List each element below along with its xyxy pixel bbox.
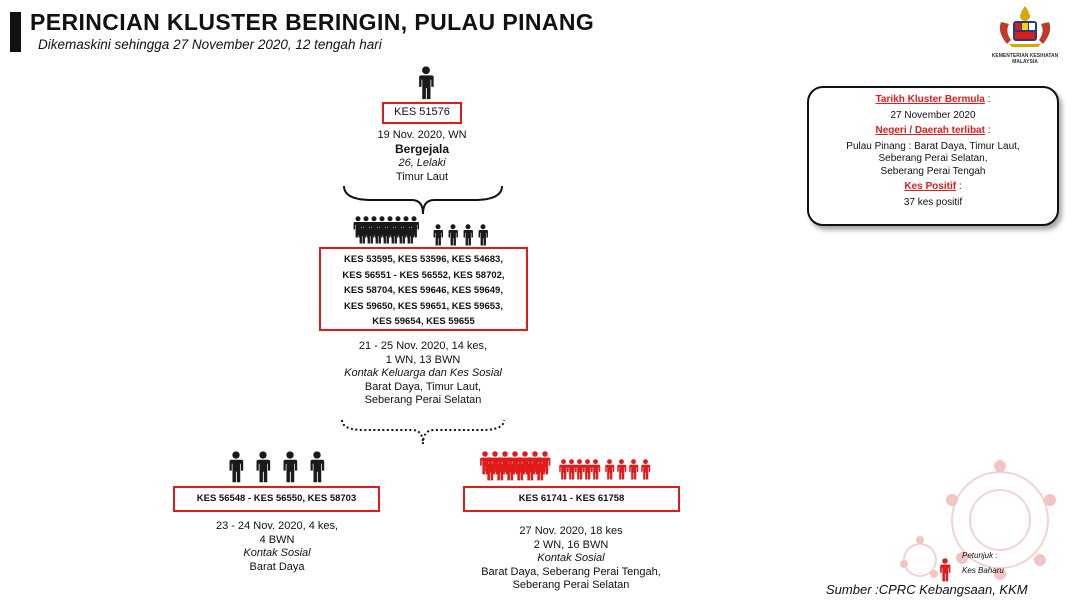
gen3-right-details: 27 Nov. 2020, 18 kes 2 WN, 16 BWN Kontak… xyxy=(446,525,696,593)
gen2-case-line: KES 59654, KES 59655 xyxy=(372,316,475,327)
gen3-left-district: Barat Daya xyxy=(249,560,305,573)
virus-watermark-icon xyxy=(900,460,1056,580)
person-icon xyxy=(567,459,577,480)
gen3-right-cases-box: KES 61741 - KES 61758 xyxy=(463,486,680,512)
gen2-contact: Kontak Keluarga dan Kes Sosial xyxy=(344,367,502,379)
page-subtitle: Dikemaskini sehingga 27 November 2020, 1… xyxy=(38,37,382,52)
area-line3: Seberang Perai Tengah xyxy=(880,165,986,177)
gen2-case-line: KES 59650, KES 59651, KES 59653, xyxy=(344,300,503,312)
index-case-status: Bergejala xyxy=(394,142,450,156)
coat-of-arms-icon xyxy=(999,6,1051,47)
area-line2: Seberang Perai Selatan, xyxy=(878,153,988,164)
gen3-right-people-group-icon xyxy=(480,451,651,481)
gen3-right-contact: Kontak Sosial xyxy=(537,552,605,564)
gen3-left-nationality: 4 BWN xyxy=(259,533,295,546)
gen3-left-contact: Kontak Sosial xyxy=(243,547,311,559)
person-icon xyxy=(433,224,443,246)
gen2-people-group-icon xyxy=(353,216,488,246)
gen3-left-cases-box: KES 56548 - KES 56550, KES 58703 xyxy=(173,486,380,512)
person-icon xyxy=(583,459,593,480)
person-icon xyxy=(629,459,639,480)
gen3-left-date-count: 23 - 24 Nov. 2020, 4 kes, xyxy=(215,520,339,532)
person-icon xyxy=(478,224,488,246)
person-icon xyxy=(641,459,651,480)
gen3-right-district2: Seberang Perai Selatan xyxy=(512,579,630,591)
index-case-date: 19 Nov. 2020, WN xyxy=(377,129,467,141)
gen2-case-line: KES 58704, KES 59646, KES 59649, xyxy=(344,285,503,296)
gen2-district2: Seberang Perai Selatan xyxy=(364,394,482,406)
source-note: Sumber :CPRC Kebangsaan, KKM xyxy=(826,582,1028,597)
legend-title: Petunjuk : xyxy=(962,551,998,560)
start-date-value: 27 November 2020 xyxy=(890,109,976,121)
legend-new-case-label: Kes Baharu xyxy=(962,566,1004,575)
person-icon xyxy=(463,224,473,246)
gen2-date-count: 21 - 25 Nov. 2020, 14 kes, xyxy=(358,340,488,352)
gen2-case-line: KES 53595, KES 53596, KES 54683, xyxy=(344,254,503,265)
gen3-right-district1: Barat Daya, Seberang Perai Tengah, xyxy=(481,565,661,578)
page-title: PERINCIAN KLUSTER BERINGIN, PULAU PINANG xyxy=(30,9,595,35)
logo-text-line1: KEMENTERIAN KESIHATAN xyxy=(991,53,1059,59)
index-case-person-icon xyxy=(419,66,434,100)
cluster-info-box: Tarikh Kluster Bermula : 27 November 202… xyxy=(807,86,1059,226)
person-icon xyxy=(575,459,585,480)
person-icon xyxy=(617,459,627,480)
person-icon xyxy=(591,459,601,480)
gen2-case-line: KES 56551 - KES 56552, KES 58702, xyxy=(342,269,505,281)
index-case-profile: 26, Lelaki xyxy=(398,157,446,169)
logo-text-line2: MALAYSIA xyxy=(1012,59,1038,65)
start-date-label: Tarikh Kluster Bermula xyxy=(875,94,985,105)
index-case-details: 19 Nov. 2020, WN Bergejala 26, Lelaki Ti… xyxy=(320,128,524,184)
gen3-right-date-count: 27 Nov. 2020, 18 kes xyxy=(519,525,623,537)
gen3-right-nationality: 2 WN, 16 BWN xyxy=(533,538,609,551)
gen2-nationality: 1 WN, 13 BWN xyxy=(385,353,461,366)
gen2-district1: Barat Daya, Timur Laut, xyxy=(364,380,482,393)
title-accent-bar xyxy=(10,12,21,52)
brace-connector-1 xyxy=(343,185,503,215)
gen3-left-people-icon xyxy=(229,451,325,483)
person-icon xyxy=(605,459,615,480)
index-case-district: Timur Laut xyxy=(395,171,449,183)
gen2-cases-box: KES 53595, KES 53596, KES 54683, KES 565… xyxy=(319,247,528,331)
brace-connector-2 xyxy=(341,419,505,445)
person-icon xyxy=(448,224,458,246)
positive-value: 37 kes positif xyxy=(903,196,963,208)
index-case-box: KES 51576 xyxy=(382,102,462,124)
area-line1: Pulau Pinang : Barat Daya, Timur Laut, xyxy=(846,140,1020,152)
legend-new-case-person-icon xyxy=(940,558,951,582)
positive-label: Kes Positif xyxy=(904,181,957,192)
gen2-details: 21 - 25 Nov. 2020, 14 kes, 1 WN, 13 BWN … xyxy=(300,340,546,408)
gen3-left-details: 23 - 24 Nov. 2020, 4 kes, 4 BWN Kontak S… xyxy=(170,520,384,574)
person-icon xyxy=(559,459,569,480)
area-label: Negeri / Daerah terlibat xyxy=(875,125,985,136)
ministry-logo: KEMENTERIAN KESIHATAN MALAYSIA xyxy=(980,4,1070,65)
